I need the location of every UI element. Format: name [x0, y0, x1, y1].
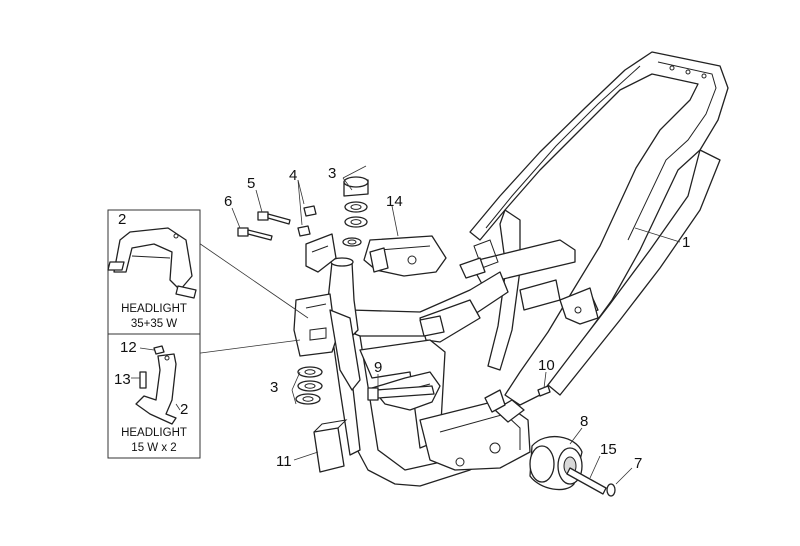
steering-bearing-upper	[342, 176, 369, 247]
callout-13: 13	[114, 371, 131, 388]
callout-7: 7	[634, 455, 642, 472]
callout-8: 8	[580, 413, 588, 430]
screw-6	[237, 227, 273, 241]
inset-top-wattage: 35+35 W	[131, 318, 177, 330]
callout-9: 9	[374, 359, 382, 376]
bolt-9	[367, 385, 435, 401]
inset-headlight-15w: 12 13 2 HEADLIGHT 15 W x 2	[107, 333, 201, 459]
callout-labels: 1 3 3 4 5 6 7 8 9 10 11 14 15	[224, 165, 690, 472]
inset-bottom-wattage: 15 W x 2	[131, 442, 176, 454]
head-tube-assembly	[293, 257, 361, 391]
nut-4	[297, 205, 317, 237]
callout-10: 10	[538, 357, 555, 374]
steering-bearing-lower	[295, 366, 323, 405]
headlight-bracket-assembly	[305, 233, 337, 273]
screw-10	[537, 385, 551, 397]
callout-14: 14	[386, 193, 403, 210]
inset-headlight-35w: 2 HEADLIGHT 35+35 W	[107, 209, 201, 335]
pin-15	[566, 467, 607, 495]
callout-11: 11	[276, 453, 292, 470]
screw-5	[257, 211, 291, 225]
callout-3-bottom: 3	[270, 379, 278, 396]
callout-15: 15	[600, 441, 617, 458]
part-14-bracket	[363, 235, 447, 277]
ring-7	[606, 483, 616, 497]
callout-12: 12	[120, 339, 137, 356]
callout-3-top: 3	[328, 165, 336, 182]
callout-4: 4	[289, 167, 297, 184]
callout-2-bottom: 2	[180, 401, 188, 418]
plate-11	[313, 419, 348, 473]
silent-block-8	[529, 436, 583, 491]
leader-lines	[177, 165, 681, 485]
inset-top-title: HEADLIGHT	[121, 303, 187, 315]
inset-bottom-title: HEADLIGHT	[121, 427, 187, 439]
callout-2-top: 2	[118, 211, 126, 228]
callout-1: 1	[682, 234, 690, 251]
callout-6: 6	[224, 193, 232, 210]
callout-5: 5	[247, 175, 255, 192]
